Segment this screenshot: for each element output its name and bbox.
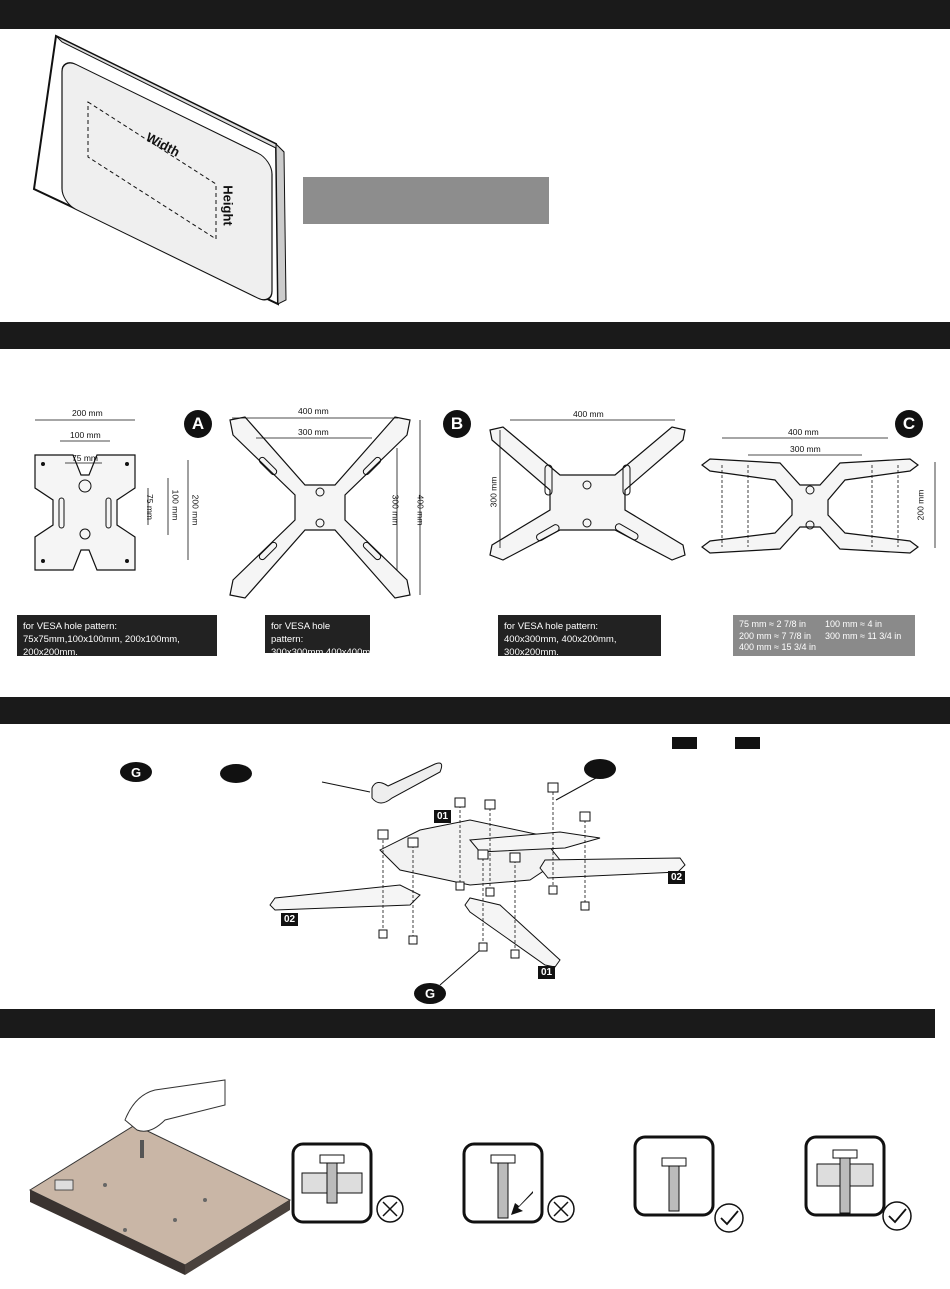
dim-lines-b (499, 419, 675, 548)
tag-02-right: 02 (668, 871, 686, 884)
dim-a-75-top: 75 mm (72, 453, 98, 463)
badge-blank-top (220, 764, 252, 783)
conversion-row-1: 75 mm ≈ 2 7/8 in 100 mm ≈ 4 in (739, 619, 909, 631)
caption-b-line2: 400x300mm, 400x200mm, 300x200mm. (504, 634, 617, 658)
dim-lines-a (35, 419, 189, 560)
screw-guide-wrong-1 (291, 1142, 404, 1224)
dim-lines-c (722, 437, 936, 548)
dim-lines-a2 (232, 417, 421, 595)
black-block-1 (672, 737, 697, 749)
dim-a-100-top: 100 mm (70, 430, 101, 440)
conversion-400: 400 mm ≈ 15 3/4 in (739, 642, 816, 652)
screw-guide-correct-2 (804, 1135, 912, 1231)
tag-01-bottom: 01 (538, 966, 556, 979)
caption-a-line2: 75x75mm,100x100mm, 200x100mm, 200x200mm. (23, 634, 180, 658)
badge-a: A (184, 410, 212, 438)
dim-a2-300-top: 300 mm (298, 427, 329, 437)
tv-illustration (32, 34, 287, 306)
section-header-1 (0, 0, 950, 29)
section-header-2 (0, 322, 950, 349)
screw-guide-wrong-2 (462, 1142, 575, 1224)
conversion-200: 200 mm ≈ 7 7/8 in (739, 630, 811, 641)
conversion-100: 100 mm ≈ 4 in (825, 619, 882, 629)
caption-vesa-b: for VESA hole pattern: 400x300mm, 400x20… (498, 615, 661, 658)
bracket-plate-b (489, 426, 686, 561)
section-header-4 (0, 1009, 935, 1038)
dim-c-400-top: 400 mm (788, 427, 819, 437)
caption-a-line1: for VESA hole pattern: (23, 621, 118, 632)
caption-vesa-a: for VESA hole pattern: 75x75mm,100x100mm… (17, 615, 217, 658)
badge-blank-callout (584, 759, 616, 779)
tv-back-hand-illustration (28, 1079, 292, 1275)
exploded-assembly-drawing (269, 762, 686, 986)
bracket-plate-a2 (229, 416, 411, 599)
screw-guide-correct-1 (633, 1135, 744, 1233)
conversion-300: 300 mm ≈ 11 3/4 in (825, 630, 902, 641)
badge-g-bottom: G (414, 983, 446, 1004)
grey-placeholder-box (303, 177, 549, 224)
conversion-table: 75 mm ≈ 2 7/8 in 100 mm ≈ 4 in 200 mm ≈ … (733, 615, 915, 656)
badge-c: C (895, 410, 923, 438)
badge-g-top: G (120, 762, 152, 782)
caption-a2-line2: 300x300mm,400x400mm. (271, 647, 381, 658)
caption-vesa-a2: for VESA hole pattern: 300x300mm,400x400… (265, 615, 381, 658)
caption-a2-line1: for VESA hole pattern: (271, 621, 331, 645)
tag-02-left: 02 (281, 913, 299, 926)
conversion-row-2: 200 mm ≈ 7 7/8 in 300 mm ≈ 11 3/4 in (739, 631, 909, 643)
conversion-row-3: 400 mm ≈ 15 3/4 in (739, 642, 909, 654)
dim-a2-400-top: 400 mm (298, 406, 329, 416)
dim-a-200-top: 200 mm (72, 408, 103, 418)
caption-b-line1: for VESA hole pattern: (504, 621, 599, 632)
dim-b-400-top: 400 mm (573, 409, 604, 419)
section-header-3 (0, 697, 950, 724)
dim-c-300-top: 300 mm (790, 444, 821, 454)
bracket-plate-c (701, 458, 919, 554)
tag-01-top: 01 (434, 810, 452, 823)
black-block-2 (735, 737, 760, 749)
badge-b: B (443, 410, 471, 438)
conversion-75: 75 mm ≈ 2 7/8 in (739, 619, 806, 629)
bracket-plate-a (34, 454, 136, 571)
